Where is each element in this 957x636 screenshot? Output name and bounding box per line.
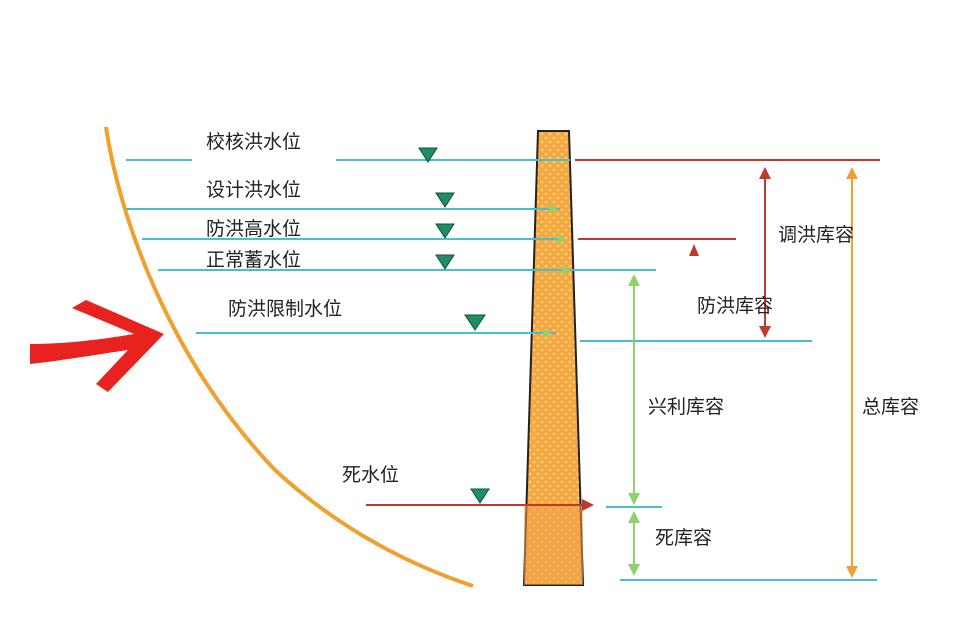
- normal-storage-marker-icon: [435, 254, 455, 270]
- normal-storage-level-label: 正常蓄水位: [206, 249, 302, 271]
- reservoir-bank: [104, 126, 474, 588]
- beneficial-capacity-arrow-bottom-icon: [628, 493, 640, 505]
- dead-water-arrow-head: [582, 499, 594, 511]
- annotation-arrow-icon: [30, 300, 164, 392]
- flood-limit-marker-icon: [464, 314, 486, 331]
- dam-arrow-icon: [558, 234, 566, 244]
- flood-regulation-arrow-bottom-icon: [759, 326, 771, 338]
- dam-arrow-icon: [543, 328, 551, 338]
- design-flood-marker-icon: [435, 192, 455, 208]
- total-capacity-arrow-top-icon: [846, 167, 858, 179]
- dam-base: [524, 505, 583, 585]
- beneficial-capacity-arrow-top-icon: [628, 274, 640, 286]
- dead-capacity-arrow-bottom-icon: [628, 564, 640, 576]
- dead-water-level-label: 死水位: [342, 464, 400, 486]
- flood-regulation-capacity-label: 调洪库容: [778, 224, 855, 246]
- check-flood-marker-icon: [418, 147, 438, 163]
- total-capacity-arrow-bottom-icon: [846, 566, 858, 578]
- dead-capacity-arrow-top-icon: [628, 511, 640, 523]
- dead-water-marker-icon: [470, 488, 490, 504]
- total-capacity-label: 总库容: [862, 396, 920, 418]
- check-flood-level-label: 校核洪水位: [206, 131, 302, 153]
- flood-control-capacity-label: 防洪库容: [697, 295, 774, 317]
- small-red-arrow-icon: [689, 244, 699, 256]
- design-flood-level-label: 设计洪水位: [206, 179, 302, 201]
- flood-control-high-marker-icon: [435, 223, 455, 239]
- dam-arrow-icon: [562, 265, 570, 275]
- beneficial-capacity-label: 兴利库容: [648, 396, 725, 418]
- dam-arrow-icon: [549, 204, 557, 214]
- flood-control-high-level-label: 防洪高水位: [206, 218, 302, 240]
- flood-limit-level-label: 防洪限制水位: [228, 298, 343, 320]
- flood-regulation-arrow-top-icon: [759, 167, 771, 179]
- dead-capacity-label: 死库容: [655, 527, 713, 549]
